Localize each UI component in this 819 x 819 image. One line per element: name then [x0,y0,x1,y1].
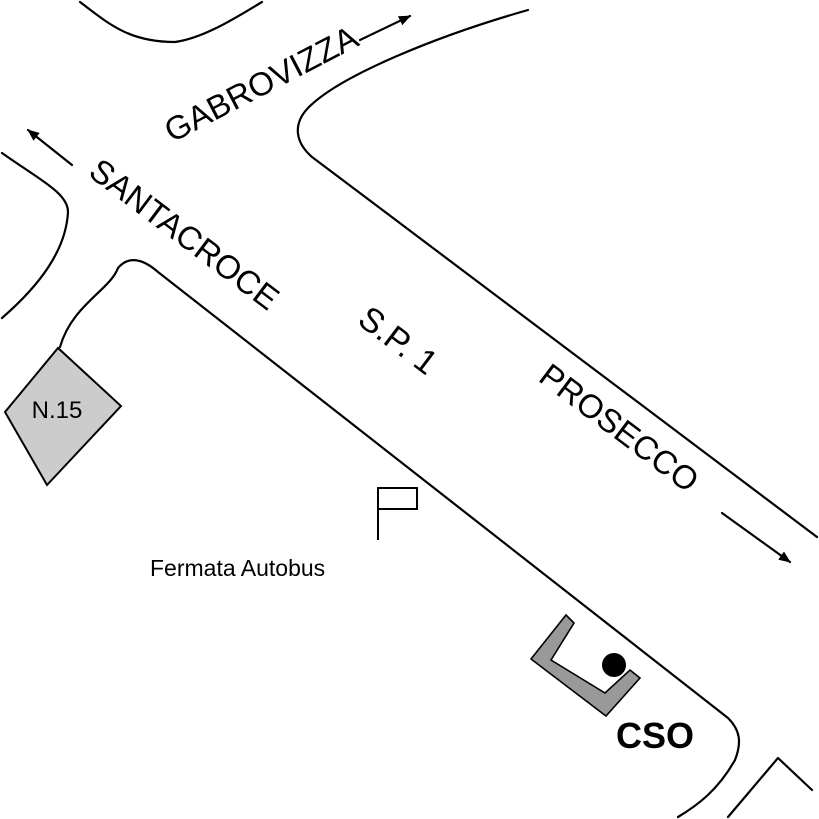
bus-stop-flag-icon [377,487,418,540]
arrow-icon [720,511,792,564]
road-edge-gabrovizza-prosecco [296,8,819,539]
road-label-sp1: S.P. 1 [351,299,444,382]
arrow-icon [26,128,74,167]
location-dot-icon [602,653,626,677]
road-edge-left [0,151,70,320]
arrow-icon [358,14,412,42]
building-n15 [3,346,123,487]
cso-label: CSO [616,715,694,756]
road-edge-bottom-right [726,756,814,819]
road-edge-santacroce [58,259,741,819]
observatory-marker-icon [529,613,642,718]
building-label: N.15 [32,397,83,424]
road-edge-top-left [78,0,264,44]
bus-stop-label: Fermata Autobus [150,555,325,581]
road-label-prosecco: PROSECCO [533,356,706,499]
